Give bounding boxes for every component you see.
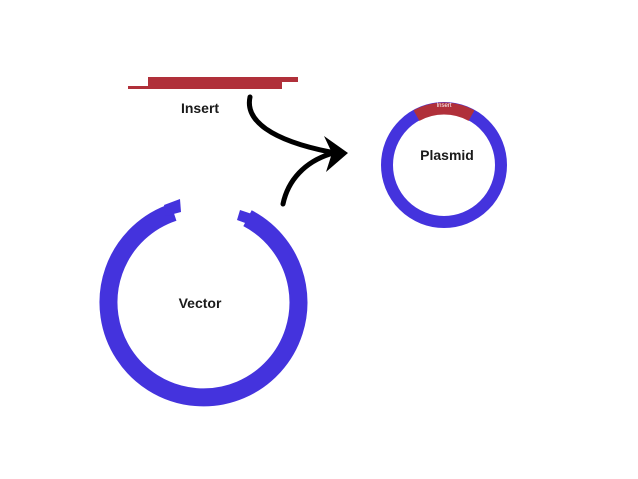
- insert-strand-body: [148, 80, 282, 87]
- vector-ring: [99, 199, 308, 407]
- plasmid-ring: [381, 102, 507, 228]
- plasmid-insert-label: Insert: [436, 103, 451, 109]
- insert-strand-bottom: [128, 86, 282, 89]
- vector-label: Vector: [179, 295, 222, 311]
- plasmid-insert-segment: [413, 102, 475, 121]
- plasmid-circle: [381, 102, 507, 228]
- insert-fragment: [128, 77, 298, 89]
- vector-sticky-end-left: [164, 199, 181, 216]
- arrow-curve-from-insert: [246, 94, 333, 155]
- arrowhead: [324, 136, 348, 172]
- insert-strand-top: [148, 77, 298, 82]
- arrow-curve-from-vector: [280, 151, 333, 207]
- insert-label: Insert: [181, 100, 219, 116]
- plasmid-label: Plasmid: [420, 147, 474, 163]
- vector-sticky-end-right: [237, 210, 252, 224]
- vector-arc: [99, 203, 308, 407]
- ligation-arrow: [246, 94, 348, 207]
